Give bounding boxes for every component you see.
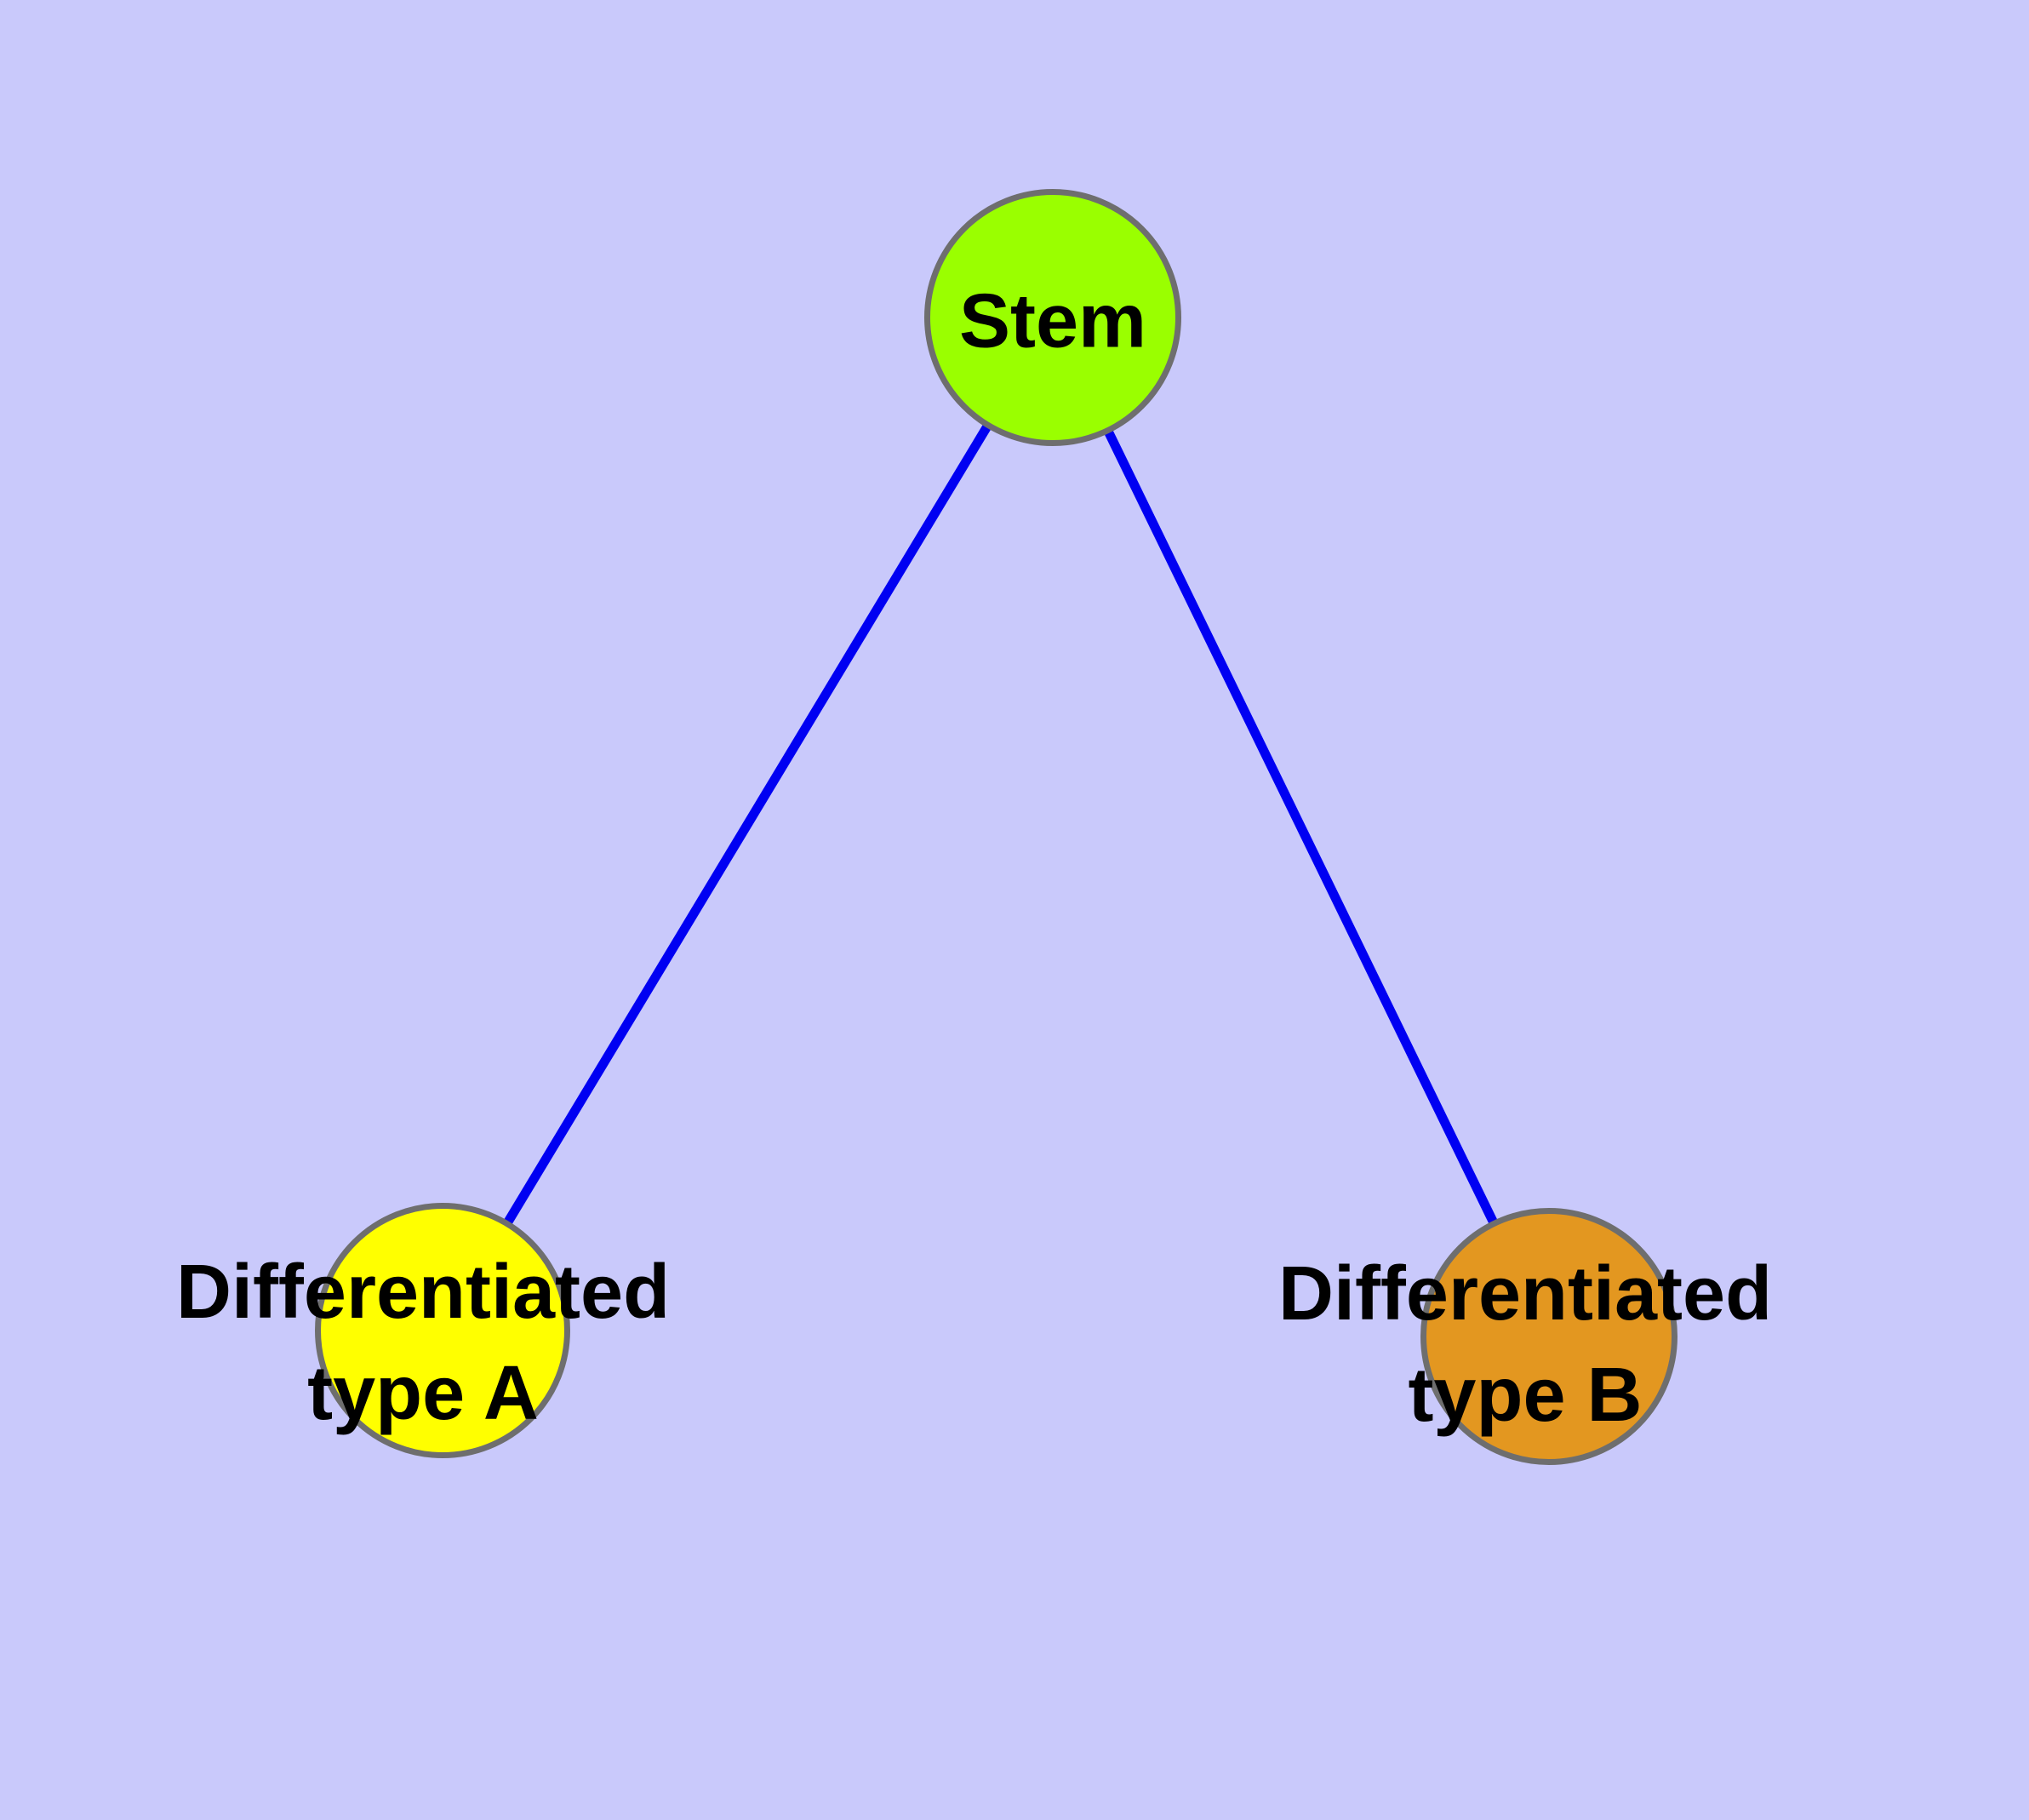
- edge-stem-to-type-a[interactable]: [438, 315, 1057, 1333]
- edge-stem-to-type-b[interactable]: [1049, 315, 1553, 1339]
- node-stem-circle[interactable]: [924, 189, 1181, 446]
- node-differentiated-type-b-circle[interactable]: [1420, 1208, 1677, 1465]
- node-differentiated-type-a-circle[interactable]: [315, 1203, 570, 1458]
